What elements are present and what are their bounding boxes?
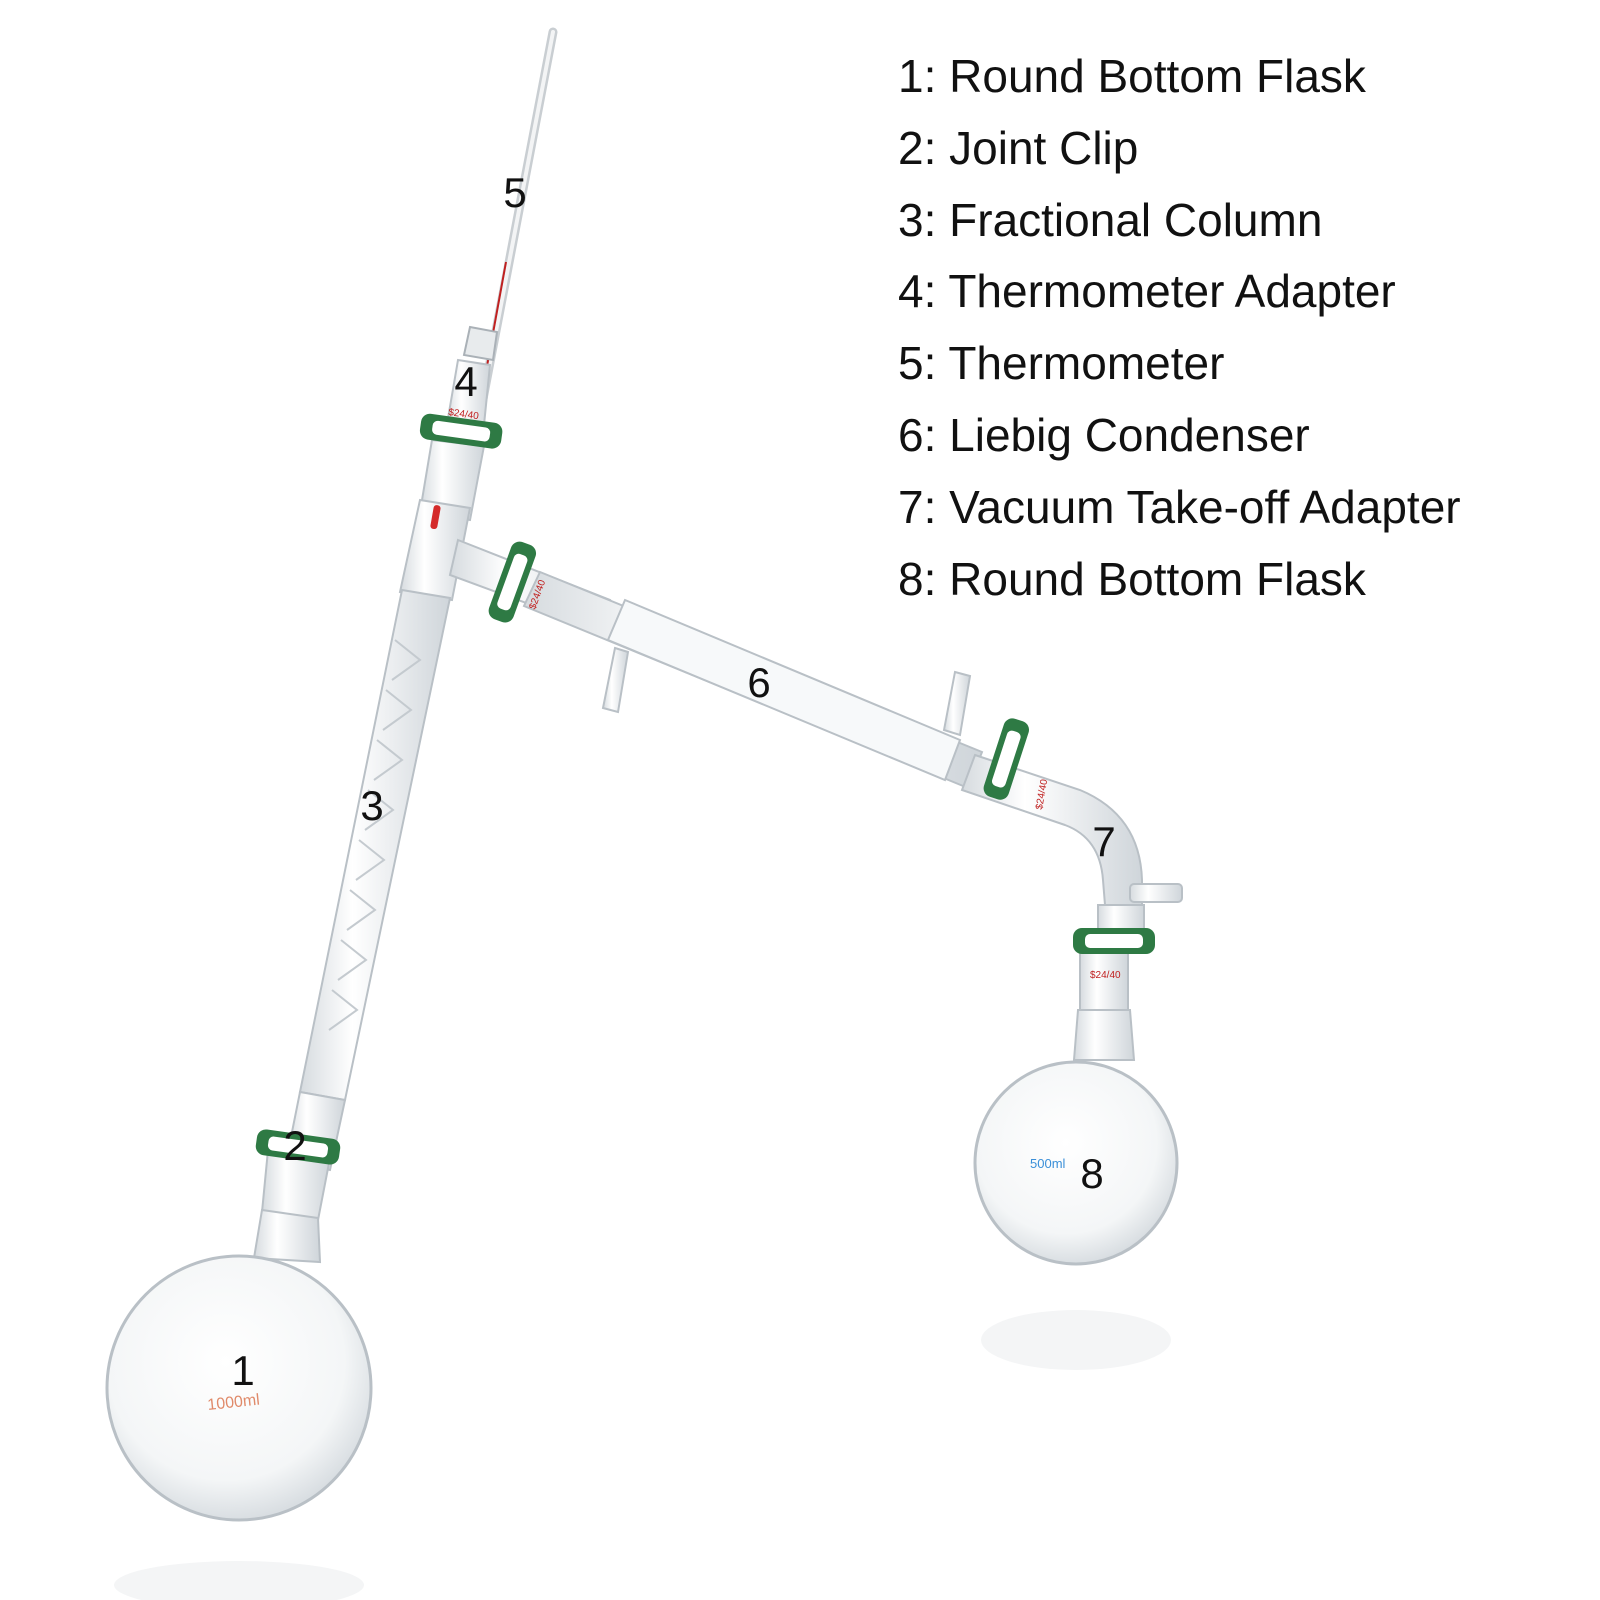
- callout-6: 6: [747, 659, 770, 706]
- legend-item: 7: Vacuum Take-off Adapter: [898, 480, 1461, 533]
- legend-label: Joint Clip: [949, 121, 1139, 174]
- callout-2: 2: [283, 1122, 306, 1169]
- callout-1: 1: [231, 1347, 254, 1394]
- legend-number: 7: [898, 480, 924, 533]
- takeoff-joint-mark: $24/40: [1034, 778, 1050, 810]
- large-flask-capacity: 1000ml: [207, 1392, 261, 1414]
- legend-label: Vacuum Take-off Adapter: [949, 480, 1461, 533]
- legend-label: Thermometer: [948, 337, 1225, 390]
- parts-legend: 1: Round Bottom Flask 2: Joint Clip 3: F…: [898, 48, 1461, 622]
- legend-number: 2: [898, 121, 924, 174]
- fractional-column: [284, 588, 452, 1172]
- legend-item: 4: Thermometer Adapter: [898, 265, 1396, 318]
- joint-clip-adapter: [419, 413, 503, 449]
- small-flask-capacity: 500ml: [1030, 1156, 1066, 1171]
- legend-label: Round Bottom Flask: [949, 552, 1366, 605]
- legend-item: 8: Round Bottom Flask: [898, 552, 1366, 605]
- callout-4: 4: [454, 358, 477, 405]
- legend-label: Liebig Condenser: [949, 408, 1310, 461]
- joint-clip-condenser: [488, 541, 537, 623]
- legend-number: 8: [898, 552, 924, 605]
- thermometer-adapter: $24/40: [444, 358, 492, 437]
- round-bottom-flask-small: $24/40 500ml: [973, 944, 1179, 1370]
- legend-label: Thermometer Adapter: [948, 265, 1396, 318]
- legend-number: 5: [898, 337, 924, 390]
- small-flask-joint-mark: $24/40: [1090, 970, 1121, 981]
- legend-item: 1: Round Bottom Flask: [898, 50, 1366, 102]
- joint-clip-receiver: [1073, 928, 1155, 954]
- joint-clip-flask: [255, 1129, 341, 1165]
- legend-number: 4: [898, 265, 924, 318]
- legend-item: 3: Fractional Column: [898, 193, 1323, 246]
- joint-clip-takeoff: [983, 718, 1030, 800]
- callout-7: 7: [1092, 818, 1115, 865]
- legend-number: 6: [898, 408, 924, 461]
- callout-labels: 1 2 3 4 5 6 7 8: [231, 169, 1115, 1394]
- callout-3: 3: [360, 782, 383, 829]
- round-bottom-flask-large: 1000ml: [105, 1148, 373, 1600]
- thermometer: [462, 27, 558, 425]
- legend-item: 5: Thermometer: [898, 337, 1225, 390]
- legend-item: 2: Joint Clip: [898, 121, 1139, 174]
- legend-item: 6: Liebig Condenser: [898, 408, 1310, 461]
- legend-label: Fractional Column: [949, 193, 1323, 246]
- legend-label: Round Bottom Flask: [949, 50, 1366, 102]
- legend-number: 3: [898, 193, 924, 246]
- legend-number: 1: [898, 50, 924, 102]
- callout-5: 5: [503, 169, 526, 216]
- callout-8: 8: [1080, 1150, 1103, 1197]
